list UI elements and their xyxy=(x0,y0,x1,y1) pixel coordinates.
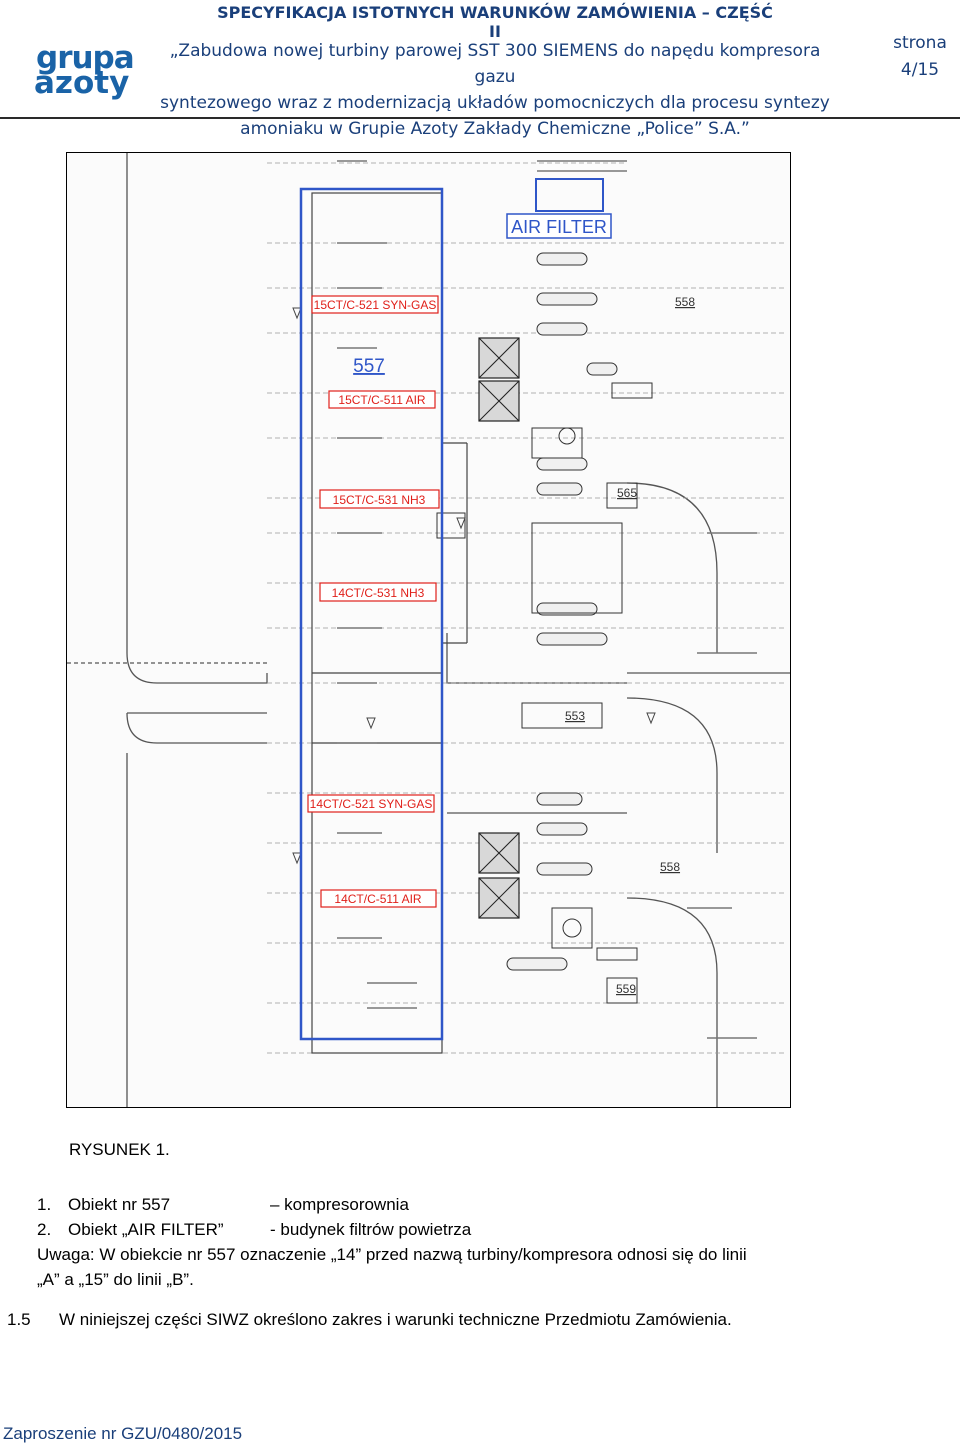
building-558-upper: 558 xyxy=(675,295,695,309)
item-number: 1. xyxy=(37,1195,52,1214)
road-right-bottom xyxy=(626,897,718,1107)
item-number: 2. xyxy=(37,1220,52,1239)
label-14-air: 14CT/C-511 AIR xyxy=(334,892,421,906)
building-557-outline xyxy=(299,187,444,1041)
building-557-walls xyxy=(311,192,468,1054)
page-label: strona xyxy=(893,33,947,53)
figure-caption: RYSUNEK 1. xyxy=(69,1140,170,1159)
header-divider xyxy=(0,117,960,119)
site-plan-drawing: AIR FILTER 557 15CT/C-521 SYN-GAS 15CT/C… xyxy=(66,152,791,1108)
aux-559 xyxy=(606,977,638,1004)
page-footer: Zaproszenie nr GZU/0480/2015 xyxy=(3,1424,243,1443)
section-text: W niniejszej części SIWZ określono zakre… xyxy=(59,1310,732,1329)
section-number: 1.5 xyxy=(7,1310,31,1329)
building-557-label: 557 xyxy=(353,356,385,377)
item-object: Obiekt „AIR FILTER” xyxy=(68,1220,224,1239)
aux-2 xyxy=(606,482,638,509)
building-numbers: 565 553 558 558 559 xyxy=(565,295,695,996)
contract-subject: „Zabudowa nowej turbiny parowej SST 300 … xyxy=(150,38,840,142)
building-558-lower: 558 xyxy=(660,860,680,874)
road-right-upper xyxy=(626,482,718,653)
label-14-syn-gas: 14CT/C-521 SYN-GAS xyxy=(310,797,433,811)
subject-line-3: amoniaku w Grupie Azoty Zakłady Chemiczn… xyxy=(240,119,750,139)
road-curve xyxy=(126,712,158,744)
air-filter-label: AIR FILTER xyxy=(511,217,607,237)
logo-word-grupa: grupa xyxy=(36,40,135,76)
control-room xyxy=(436,512,466,539)
page-header: grupa azoty SPECYFIKACJA ISTOTNYCH WARUN… xyxy=(0,0,960,139)
pump-circle xyxy=(562,918,582,938)
list-item: 1. Obiekt nr 557 – kompresorownia xyxy=(37,1192,917,1217)
equipment-labels: 15CT/C-521 SYN-GAS 15CT/C-511 AIR 15CT/C… xyxy=(307,295,440,908)
air-filter-outline xyxy=(535,178,604,212)
item-object: Obiekt nr 557 xyxy=(68,1195,171,1214)
site-plan-svg: AIR FILTER 557 15CT/C-521 SYN-GAS 15CT/C… xyxy=(67,153,790,1107)
note-line-2: „A” a „15” do linii „B”. xyxy=(37,1270,194,1289)
tanks xyxy=(506,252,618,971)
road-left-upper xyxy=(126,153,268,684)
logo-word-azoty: azoty xyxy=(34,65,130,101)
building-557-inner xyxy=(311,192,443,1054)
aux-553 xyxy=(521,702,603,729)
label-15-syn-gas: 15CT/C-521 SYN-GAS xyxy=(314,298,437,312)
aux-3 xyxy=(611,382,653,399)
subject-line-1: „Zabudowa nowej turbiny parowej SST 300 … xyxy=(169,41,821,87)
air-filter-label-box xyxy=(506,213,612,239)
aux-4 xyxy=(596,947,638,961)
grupa-azoty-logo: grupa azoty xyxy=(30,40,140,101)
page-number: 4/15 xyxy=(900,60,940,80)
item-description: - budynek filtrów powietrza xyxy=(270,1220,472,1239)
label-15-nh3: 15CT/C-531 NH3 xyxy=(333,493,426,507)
building-559: 559 xyxy=(616,982,636,996)
marker-triangles xyxy=(292,307,656,865)
subject-line-2: syntezowego wraz z modernizacją układów … xyxy=(160,93,830,113)
grid-lines xyxy=(267,162,787,1054)
auxiliary-equipment xyxy=(436,382,653,1004)
building-565: 565 xyxy=(617,486,637,500)
building-553: 553 xyxy=(565,709,585,723)
label-15-air: 15CT/C-511 AIR xyxy=(338,393,425,407)
road-right-lower xyxy=(626,697,718,853)
vessel-circle xyxy=(558,427,576,445)
aux-pump xyxy=(551,907,593,949)
dimension-marks xyxy=(337,160,757,1039)
specification-title: SPECYFIKACJA ISTOTNYCH WARUNKÓW ZAMÓWIEN… xyxy=(217,3,773,41)
aux-block-nh3 xyxy=(531,522,623,614)
note-line-1: Uwaga: W obiekcie nr 557 oznaczenie „14”… xyxy=(37,1245,747,1264)
label-14-nh3: 14CT/C-531 NH3 xyxy=(332,586,425,600)
list-item: 2. Obiekt „AIR FILTER” - budynek filtrów… xyxy=(37,1217,917,1242)
item-description: – kompresorownia xyxy=(270,1195,409,1214)
object-list: 1. Obiekt nr 557 – kompresorownia 2. Obi… xyxy=(37,1192,917,1292)
aux-1 xyxy=(531,427,583,459)
equipment-crosses xyxy=(478,337,520,919)
